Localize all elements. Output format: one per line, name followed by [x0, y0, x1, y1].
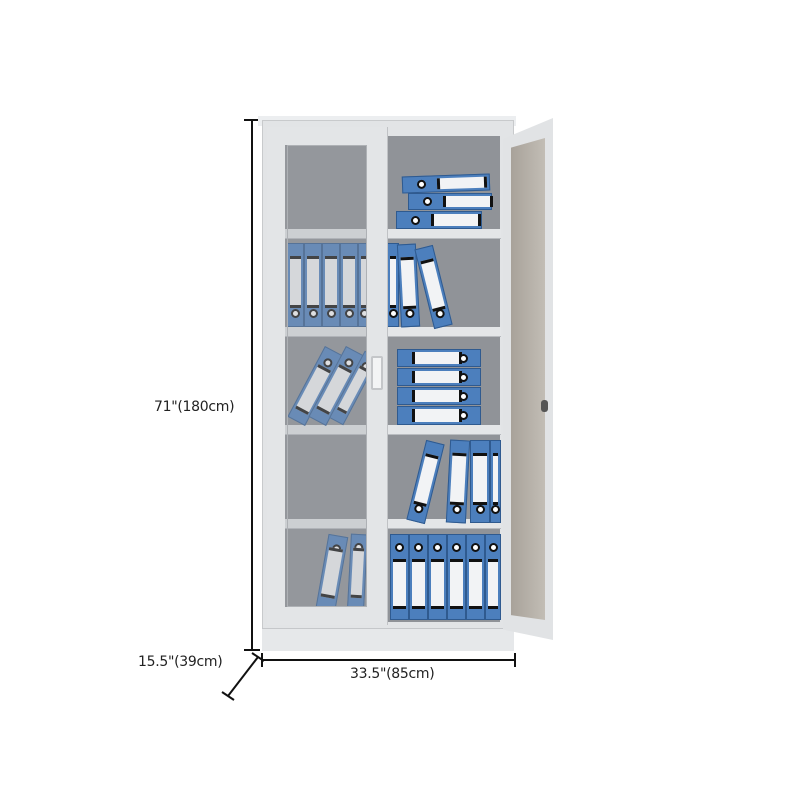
binder-icon	[401, 173, 491, 194]
width-dimension-line	[262, 659, 515, 661]
binder-icon	[428, 534, 447, 620]
binder-icon	[447, 534, 466, 620]
depth-label: 15.5"(39cm)	[138, 654, 223, 670]
depth-dimension-line	[221, 652, 265, 701]
shelf-1	[285, 229, 501, 239]
shelf-3	[285, 425, 501, 435]
binder-icon	[470, 440, 490, 523]
height-dimension-line	[251, 120, 253, 650]
binder-icon	[397, 406, 481, 425]
cabinet-base	[262, 628, 514, 651]
right-door-glass-pane	[511, 138, 545, 620]
shelf-2	[285, 327, 501, 337]
left-door-glass-pane	[287, 145, 367, 607]
binder-icon	[304, 243, 322, 327]
binder-icon	[322, 243, 340, 327]
lock-icon[interactable]	[541, 400, 548, 412]
binder-icon	[287, 243, 304, 327]
shelf-4	[285, 519, 501, 529]
height-dimension-cap-top	[244, 119, 260, 121]
binder-icon	[340, 243, 358, 327]
binder-icon	[485, 534, 501, 620]
binder-icon	[397, 368, 481, 386]
binder-icon	[466, 534, 485, 620]
binder-icon	[409, 534, 428, 620]
handle-icon[interactable]	[371, 356, 383, 390]
binder-icon	[396, 211, 482, 229]
binder-icon	[490, 440, 501, 523]
binder-icon	[397, 387, 481, 405]
width-dimension-cap-right	[514, 653, 516, 667]
height-label: 71"(180cm)	[154, 399, 235, 415]
binder-icon	[390, 534, 409, 620]
binder-icon	[408, 193, 493, 210]
height-dimension-cap-bottom	[244, 649, 260, 651]
width-label: 33.5"(85cm)	[350, 666, 435, 682]
binder-icon	[397, 349, 481, 367]
